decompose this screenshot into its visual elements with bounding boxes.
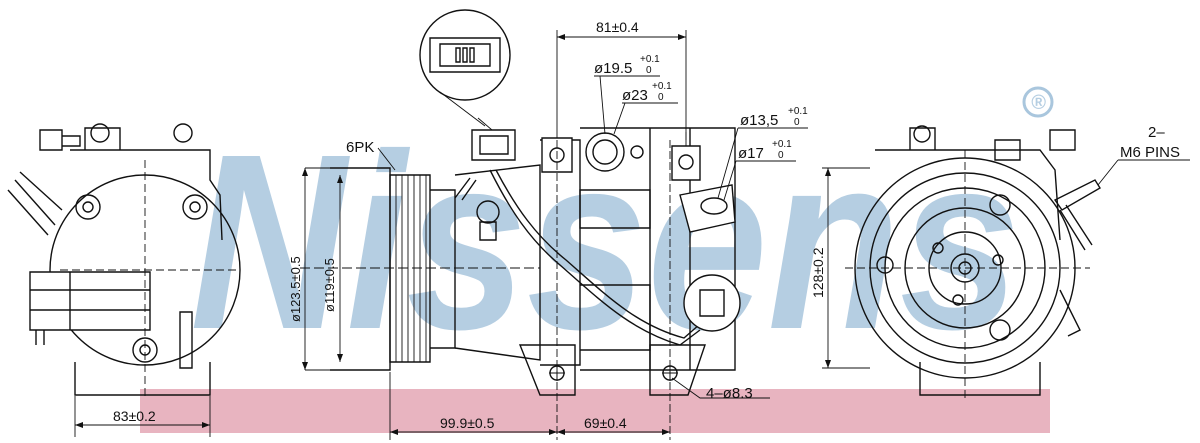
dia-outer-label: ø123.5±0.5	[288, 256, 303, 322]
dim-bottom-left: 83±0.2	[74, 396, 211, 437]
holes-callout: 4–ø8.3	[671, 377, 770, 402]
pins-label-1: 2–	[1148, 124, 1165, 141]
port-right1-tol2: 0	[794, 117, 800, 128]
dim-bottom-left-label: 83±0.2	[113, 408, 156, 424]
pins-callout: 2– M6 PINS	[1097, 124, 1190, 186]
dimension-band	[140, 389, 1050, 433]
dim-top-width-label: 81±0.4	[596, 19, 639, 35]
dim-bottom-center: 99.9±0.5 69±0.4	[389, 372, 670, 440]
port-right2-dia: ø17	[738, 145, 764, 162]
center-side-view	[300, 127, 741, 440]
port-large-tol: +0.1	[652, 81, 672, 92]
pins-label-2: M6 PINS	[1120, 144, 1180, 161]
dim-right-height: 128±0.2	[810, 167, 870, 369]
dim-top-width: 81±0.4	[556, 19, 687, 146]
port-right1-dia: ø13,5	[740, 112, 778, 129]
port-right1-tol: +0.1	[788, 106, 808, 117]
dim-bottom-mid-label: 99.9±0.5	[440, 415, 495, 431]
holes-label: 4–ø8.3	[706, 385, 753, 402]
belt-callout: 6PK	[346, 139, 396, 171]
port-right2-tol: +0.1	[772, 139, 792, 150]
connector-detail	[419, 9, 511, 131]
dim-bottom-right-label: 69±0.4	[584, 415, 627, 431]
watermark-registered: ®	[1031, 92, 1046, 114]
left-side-view	[7, 123, 241, 400]
watermark: Nissens ®	[190, 86, 1054, 381]
port-small-tol2: 0	[646, 65, 652, 76]
registered-mark-icon	[1022, 86, 1054, 118]
port-callouts: ø19.5 +0.1 0 ø23 +0.1 0 ø13,5 +0.1 0 ø17…	[594, 54, 808, 201]
dia-inner-label: ø119±0.5	[322, 258, 337, 312]
port-small-tol: +0.1	[640, 54, 660, 65]
right-front-view	[845, 125, 1101, 400]
dim-right-height-label: 128±0.2	[810, 247, 826, 298]
port-large-tol2: 0	[658, 92, 664, 103]
port-right2-tol2: 0	[778, 150, 784, 161]
dim-diameters: ø123.5±0.5 ø119±0.5	[288, 167, 343, 371]
port-small-dia: ø19.5	[594, 60, 632, 77]
port-large-dia: ø23	[622, 87, 648, 104]
belt-label: 6PK	[346, 139, 374, 156]
